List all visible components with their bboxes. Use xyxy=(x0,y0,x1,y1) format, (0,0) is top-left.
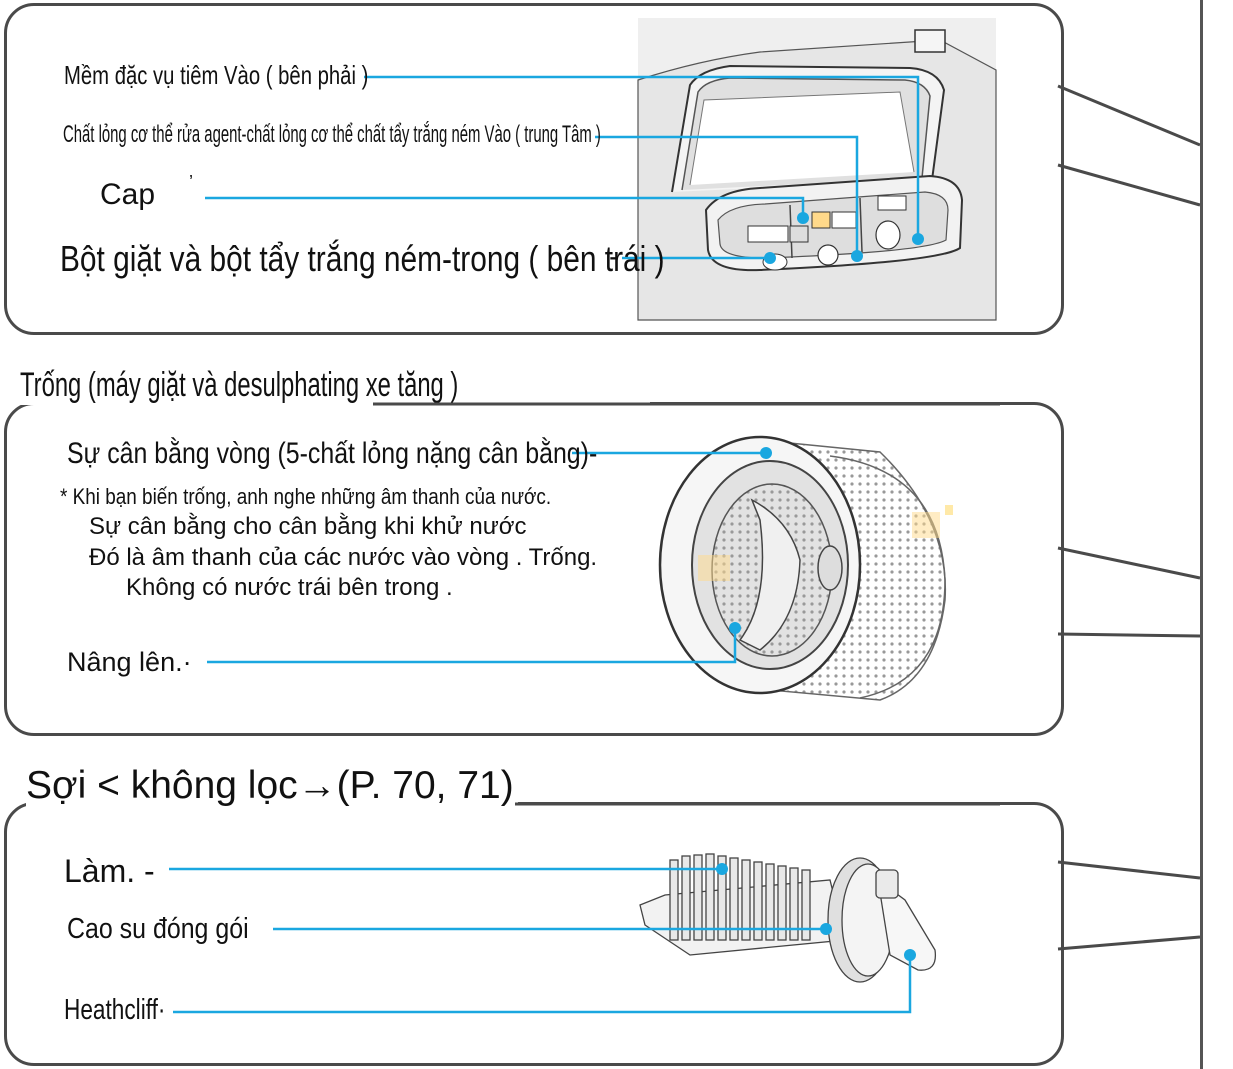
drum-note-line-1: * Khi bạn biến trống, anh nghe những âm … xyxy=(60,484,552,509)
drum-section-heading: Trống (máy giặt và desulphating xe tăng … xyxy=(20,366,651,405)
drum-note-line-4: Không có nước trái bên trong . xyxy=(126,574,453,601)
drum-note-line-2: Sự cân bằng cho cân bằng khi khử nước xyxy=(89,513,527,540)
handle-label: Heathcliff· xyxy=(64,994,166,1026)
drum-note-line-3: Đó là âm thanh của các nước vào vòng . T… xyxy=(89,544,598,571)
cap-mark: ’ xyxy=(189,172,193,192)
filter-section-heading: Sợi < không lọc→(P. 70, 71) xyxy=(26,764,518,808)
powder-label-dash: - xyxy=(609,240,619,273)
rubber-seal-label: Cao su đóng gói xyxy=(67,913,249,945)
lifter-label: Nâng lên.· xyxy=(67,647,192,677)
balance-ring-label: Sự cân bằng vòng (5-chất lỏng nặng cân b… xyxy=(67,437,598,470)
powder-compartment-label: Bột giặt và bột tẩy trắng ném-trong ( bê… xyxy=(60,238,665,279)
page-edge-line xyxy=(1200,0,1203,1069)
mesh-label: Làm. - xyxy=(64,853,155,889)
liquid-detergent-compartment-label: Chất lỏng cơ thể rửa agent-chất lỏng cơ … xyxy=(63,121,601,148)
softener-compartment-label: Mềm đặc vụ tiêm Vào ( bên phải ) xyxy=(64,60,369,90)
cap-label: Cap xyxy=(100,178,156,211)
